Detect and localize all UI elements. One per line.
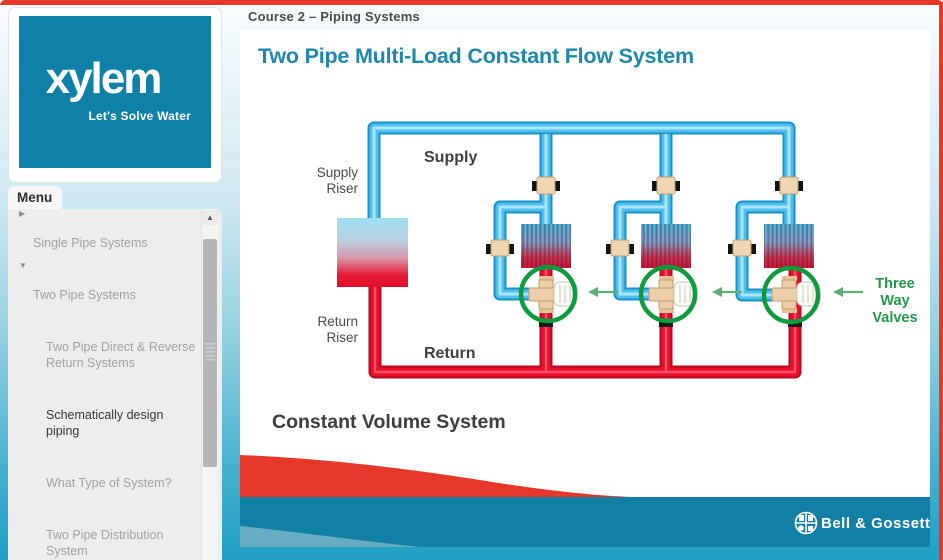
footer-red-wave bbox=[240, 455, 632, 497]
menu-scrollbar[interactable]: ▲ bbox=[201, 209, 218, 560]
menu-item[interactable]: Two Pipe Distribution System bbox=[8, 493, 202, 560]
menu-item-label: Single Pipe Systems bbox=[33, 236, 148, 250]
three-way-valves bbox=[528, 276, 821, 313]
logo-card: xylem Let's Solve Water bbox=[8, 7, 222, 183]
piping-diagram: Supply Supply Riser Return Riser Return … bbox=[240, 30, 930, 547]
three-way-valves-label-line1: Three bbox=[875, 276, 915, 292]
menu-tab[interactable]: Menu bbox=[8, 186, 62, 209]
menu-item-label: Schematically design piping bbox=[46, 408, 164, 438]
footer-light-wave bbox=[240, 526, 420, 547]
expand-arrow-icon[interactable]: ▼ bbox=[19, 261, 27, 270]
scrollbar-up-arrow-icon[interactable]: ▲ bbox=[202, 210, 218, 225]
bell-gossett-logo-icon bbox=[794, 511, 818, 535]
menu-item[interactable]: ▶ Single Pipe Systems bbox=[8, 209, 202, 253]
supply-riser-label-line1: Supply bbox=[317, 165, 359, 180]
xylem-logo: xylem Let's Solve Water bbox=[19, 16, 211, 168]
window-frame-right bbox=[939, 2, 943, 560]
menu-item-label: Two Pipe Distribution System bbox=[46, 528, 164, 558]
menu-item[interactable]: What Type of System? bbox=[8, 441, 202, 493]
supply-label: Supply bbox=[424, 149, 477, 166]
return-label: Return bbox=[424, 345, 476, 362]
menu-item[interactable]: Schematically design piping bbox=[8, 373, 202, 441]
course-title: Course 2 – Piping Systems bbox=[248, 9, 420, 24]
menu-panel: ▶ Single Pipe Systems ▼ Two Pipe Systems… bbox=[8, 209, 222, 560]
menu-list: ▶ Single Pipe Systems ▼ Two Pipe Systems… bbox=[8, 209, 202, 560]
xylem-wordmark: xylem bbox=[45, 54, 163, 103]
valve-callout-arrows bbox=[588, 287, 863, 297]
footer-teal-band bbox=[240, 497, 930, 547]
expand-arrow-icon[interactable]: ▶ bbox=[19, 209, 26, 218]
menu-item-label: Two Pipe Direct & Reverse Return Systems bbox=[46, 340, 196, 370]
slide-area: Supply Supply Riser Return Riser Return … bbox=[240, 30, 930, 547]
menu-item[interactable]: Two Pipe Direct & Reverse Return Systems bbox=[8, 305, 202, 373]
return-riser-label-line2: Riser bbox=[326, 330, 358, 345]
three-way-valves-label-line2: Way bbox=[880, 293, 909, 309]
return-riser-label-line1: Return bbox=[317, 314, 358, 329]
slide-caption: Constant Volume System bbox=[272, 411, 506, 433]
supply-riser-label-line2: Riser bbox=[326, 181, 358, 196]
menu-item-label: Two Pipe Systems bbox=[33, 288, 136, 302]
valve-highlight-circles bbox=[518, 264, 821, 325]
three-way-valves-label-line3: Valves bbox=[872, 310, 917, 326]
bell-gossett-wordmark: Bell & Gossett bbox=[821, 515, 930, 532]
xylem-tagline: Let's Solve Water bbox=[88, 109, 191, 123]
scrollbar-thumb[interactable] bbox=[203, 239, 217, 467]
menu-item[interactable]: ▼ Two Pipe Systems bbox=[8, 253, 202, 305]
pipe-unions bbox=[486, 176, 803, 257]
menu-item-label: What Type of System? bbox=[46, 476, 172, 490]
window-frame-top bbox=[0, 0, 943, 5]
load-coils bbox=[521, 224, 814, 268]
slide-title: Two Pipe Multi-Load Constant Flow System bbox=[258, 44, 694, 68]
slide-footer: Bell & Gossett bbox=[240, 455, 930, 547]
boiler bbox=[337, 218, 408, 287]
